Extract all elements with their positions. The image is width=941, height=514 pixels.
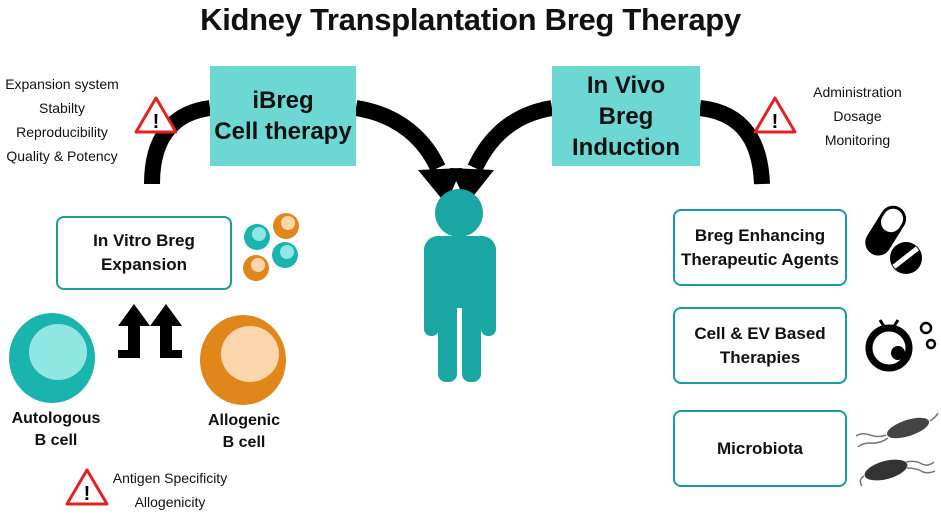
up-arrow-icon <box>150 304 182 358</box>
pill-capsule-icon <box>865 205 922 274</box>
agents-line2: Therapeutic Agents <box>680 249 840 269</box>
in-vivo-warning-list: Administration Dosage Monitoring <box>800 80 915 152</box>
cell-ev-line1: Cell & EV Based <box>694 323 826 343</box>
warning-item: Monitoring <box>824 132 891 148</box>
allogenic-line2: B cell <box>222 434 266 451</box>
warning-item: Dosage <box>833 108 882 124</box>
autologous-line2: B cell <box>34 432 78 449</box>
in-vitro-line2: Expansion <box>101 255 187 274</box>
expanded-cells-icon <box>243 213 299 281</box>
in-vitro-expansion-box: In Vitro Breg Expansion <box>56 216 232 290</box>
svg-text:!: ! <box>84 483 91 505</box>
cell-vesicle-icon <box>865 319 937 372</box>
allogenic-b-cell-icon <box>200 315 286 405</box>
allogenic-line1: Allogenic <box>207 412 280 429</box>
bacteria-icon <box>859 459 936 487</box>
in-vivo-breg-induction-box: In Vivo Breg Induction <box>552 66 700 166</box>
ibreg-warning-list: Expansion system Stabilty Reproducibilit… <box>0 72 124 168</box>
svg-text:!: ! <box>772 111 779 133</box>
in-vivo-box-line2: Breg Induction <box>572 102 680 161</box>
microbiota-label: Microbiota <box>717 438 803 458</box>
curved-arrow-right-top <box>698 100 770 185</box>
warning-item: Antigen Specificity <box>112 470 228 486</box>
cell-ev-therapies-box: Cell & EV Based Therapies <box>673 307 847 384</box>
warning-item: Quality & Potency <box>6 148 118 164</box>
agents-line1: Breg Enhancing <box>694 225 826 245</box>
warning-triangle-icon: ! <box>65 468 109 506</box>
curved-arrow-to-person-right <box>450 100 554 204</box>
warning-triangle-icon: ! <box>753 96 797 134</box>
b-cell-warning-list: Antigen Specificity Allogenicity <box>106 466 234 514</box>
warning-item: Reproducibility <box>16 124 108 140</box>
warning-item: Stabilty <box>39 100 85 116</box>
svg-text:!: ! <box>153 111 160 133</box>
warning-item: Allogenicity <box>134 494 206 510</box>
diagram-title: Kidney Transplantation Breg Therapy <box>200 2 741 37</box>
autologous-b-cell-icon <box>9 313 95 403</box>
warning-triangle-icon: ! <box>134 96 178 134</box>
ibreg-cell-therapy-box: iBreg Cell therapy <box>210 66 356 166</box>
ibreg-box-line2: Cell therapy <box>214 118 352 145</box>
microbiota-box: Microbiota <box>673 410 847 487</box>
ibreg-box-line1: iBreg <box>252 87 314 114</box>
warning-item: Administration <box>813 84 902 100</box>
breg-enhancing-agents-box: Breg Enhancing Therapeutic Agents <box>673 209 847 286</box>
bacteria-icon <box>855 412 939 448</box>
in-vivo-box-line1: In Vivo <box>586 71 666 99</box>
autologous-b-cell-label: Autologous B cell <box>0 408 112 452</box>
autologous-line1: Autologous <box>11 410 101 427</box>
cell-ev-line2: Therapies <box>719 347 801 367</box>
warning-item: Expansion system <box>5 76 119 92</box>
allogenic-b-cell-label: Allogenic B cell <box>190 410 298 454</box>
up-arrow-icon <box>118 304 150 358</box>
person-icon <box>424 189 496 382</box>
in-vitro-line1: In Vitro Breg <box>93 231 195 250</box>
curved-arrow-to-person-left <box>354 100 462 204</box>
